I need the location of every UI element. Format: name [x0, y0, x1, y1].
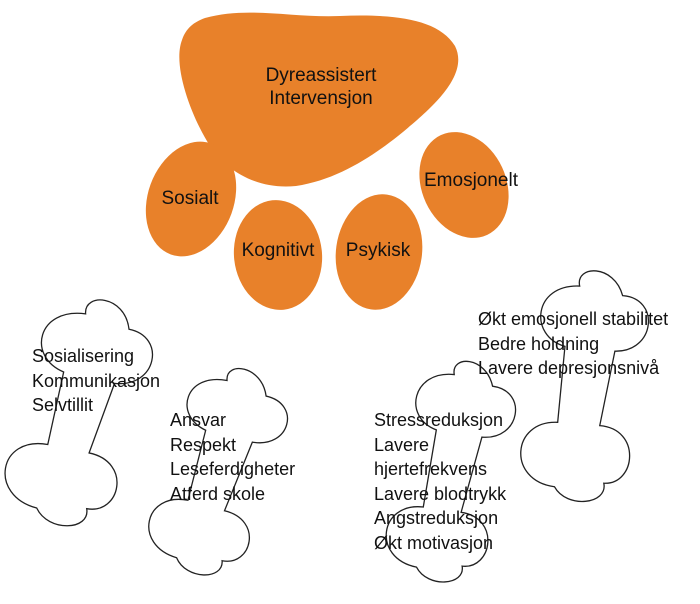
toe-label-emosjonelt: Emosjonelt	[424, 170, 518, 191]
paw-toe-emosjonelt	[419, 132, 509, 238]
bone-item: Lavere depresjonsnivå	[478, 358, 660, 378]
bone-item: Selvtillit	[32, 395, 94, 415]
paw-toe-sosialt	[145, 141, 237, 257]
toe-label-sosialt: Sosialt	[161, 188, 219, 209]
bone-list-psykisk: Stressreduksjon Lavere hjertefrekvens La…	[374, 408, 564, 555]
bone-item: Lavere	[374, 434, 430, 455]
bone-item: Sosialisering	[32, 346, 135, 366]
bone-item: Respekt	[170, 434, 237, 455]
bone-item: Ansvar	[170, 410, 227, 430]
bone-shape-emosjonelt	[520, 270, 649, 502]
toe-label-psykisk: Psykisk	[345, 240, 411, 261]
toe-label-kognitivt: Kognitivt	[241, 240, 315, 261]
main-pad-line-1: Dyreassistert	[265, 65, 377, 86]
bone-shape-kognitivt	[148, 367, 288, 576]
bone-item: Bedre holdning	[478, 333, 600, 354]
bone-item: Atferd skole	[170, 483, 266, 504]
bone-list-kognitivt: Ansvar Respekt Leseferdigheter Atferd sk…	[170, 408, 350, 506]
main-pad-label: Dyreassistert Intervensjon	[236, 65, 406, 110]
bone-shape-psykisk	[385, 360, 517, 583]
bone-list-emosjonelt: Økt emosjonell stabilitet Bedre holdning…	[478, 307, 696, 381]
bone-item: Økt motivasjon	[374, 532, 494, 553]
bone-item: Kommunikasjon	[32, 370, 161, 391]
main-pad-line-2: Intervensjon	[269, 87, 373, 109]
paw-main-pad	[179, 12, 459, 187]
paw-toe-psykisk	[335, 194, 423, 310]
bone-item: Angstreduksjon	[374, 508, 499, 528]
bone-list-sosialt: Sosialisering Kommunikasjon Selvtillit	[32, 344, 212, 418]
bone-item: Lavere blodtrykk	[374, 483, 507, 504]
bone-item: Leseferdigheter	[170, 459, 296, 479]
paw-toe-kognitivt	[233, 200, 323, 310]
bone-item: Økt emosjonell stabilitet	[478, 309, 669, 329]
bone-shape-sosialt	[4, 299, 154, 527]
bone-item: hjertefrekvens	[374, 459, 488, 479]
bone-item: Stressreduksjon	[374, 410, 504, 430]
